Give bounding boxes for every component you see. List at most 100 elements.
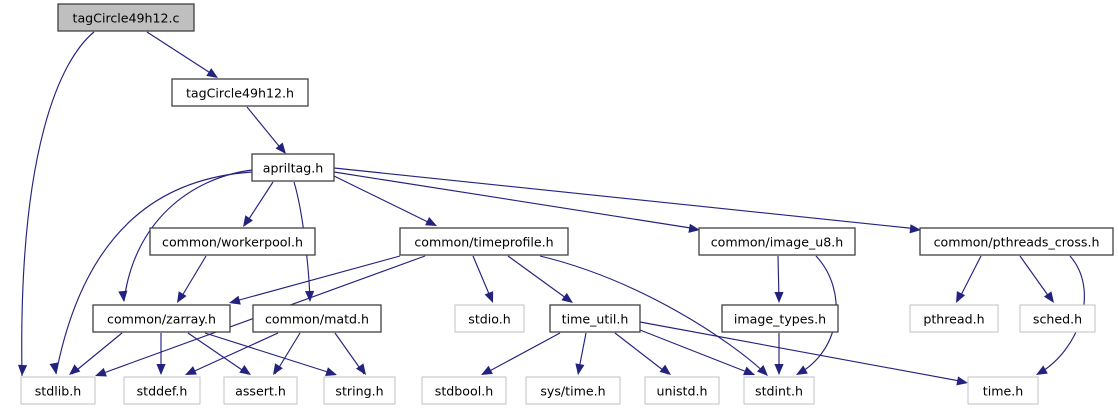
node-box[interactable]	[323, 376, 396, 405]
node-label: apriltag.h	[263, 161, 324, 176]
arrowhead-icon	[756, 364, 768, 376]
node-assert_h[interactable]: assert.h	[223, 376, 298, 405]
node-box[interactable]	[743, 376, 815, 405]
arrowhead-icon	[273, 363, 283, 375]
node-box[interactable]	[698, 227, 856, 256]
node-box[interactable]	[721, 304, 839, 333]
node-box[interactable]	[967, 376, 1039, 405]
node-image_types_h[interactable]: image_types.h	[721, 304, 839, 333]
node-label: stdbool.h	[435, 384, 493, 399]
node-time_h[interactable]: time.h	[967, 376, 1039, 405]
arrowhead-icon	[118, 290, 128, 302]
node-tagCircle49h12_h[interactable]: tagCircle49h12.h	[171, 78, 309, 107]
edge-time_util_h-to-time_h	[639, 321, 968, 386]
edge-apriltag_h-to-workerpool_h	[243, 181, 274, 227]
node-box[interactable]	[644, 376, 720, 405]
edge-matd_h-to-assert_h	[273, 332, 301, 375]
node-box[interactable]	[223, 376, 298, 405]
node-stdbool_h[interactable]: stdbool.h	[421, 376, 507, 405]
edge-timeprofile_h-to-zarray_h	[229, 255, 401, 305]
arrowhead-icon	[956, 291, 966, 303]
edge-tagCircle49h12_h-to-apriltag_h	[246, 106, 286, 154]
node-label: assert.h	[235, 384, 286, 399]
arrowhead-icon	[69, 364, 81, 375]
node-label: stdlib.h	[35, 384, 81, 399]
node-box[interactable]	[909, 304, 999, 333]
edge-apriltag_h-to-stdlib_h	[49, 171, 253, 375]
edge-zarray_h-to-string_h	[204, 332, 337, 376]
edge-zarray_h-to-stddef_h	[156, 333, 166, 375]
edge-zarray_h-to-assert_h	[187, 332, 251, 375]
arrowhead-icon	[688, 223, 700, 233]
edge-image_u8_h-to-image_types_h	[774, 255, 784, 303]
node-box[interactable]	[525, 376, 621, 405]
arrowhead-icon	[275, 142, 286, 154]
node-label: time_util.h	[562, 312, 629, 327]
node-box[interactable]	[57, 3, 195, 32]
node-pthread_h[interactable]: pthread.h	[909, 304, 999, 333]
node-box[interactable]	[421, 376, 507, 405]
node-box[interactable]	[149, 227, 316, 256]
edge-zarray_h-to-stdlib_h	[69, 332, 123, 375]
node-timeprofile_h[interactable]: common/timeprofile.h	[399, 227, 569, 256]
edges-layer	[17, 31, 1085, 386]
node-label: common/timeprofile.h	[414, 235, 553, 250]
node-image_u8_h[interactable]: common/image_u8.h	[698, 227, 856, 256]
edge-tagCircle49h12_c-to-stdlib_h	[17, 31, 95, 377]
node-string_h[interactable]: string.h	[323, 376, 396, 405]
edge-tagCircle49h12_c-to-tagCircle49h12_h	[146, 31, 218, 78]
node-label: image_types.h	[734, 312, 826, 327]
node-sys_time_h[interactable]: sys/time.h	[525, 376, 621, 405]
edge-matd_h-to-string_h	[334, 332, 366, 375]
node-box[interactable]	[549, 304, 641, 333]
node-matd_h[interactable]: common/matd.h	[252, 304, 382, 333]
arrowhead-icon	[206, 68, 218, 78]
node-stdlib_h[interactable]: stdlib.h	[20, 376, 96, 405]
node-stdio_h[interactable]: stdio.h	[454, 304, 525, 333]
arrowhead-icon	[325, 367, 337, 376]
node-stddef_h[interactable]: stddef.h	[123, 376, 201, 405]
node-label: pthread.h	[923, 312, 984, 327]
arrowhead-icon	[484, 291, 494, 303]
node-box[interactable]	[20, 376, 96, 405]
node-label: common/matd.h	[265, 312, 369, 327]
node-sched_h[interactable]: sched.h	[1019, 304, 1096, 333]
node-box[interactable]	[1019, 304, 1096, 333]
node-box[interactable]	[252, 304, 382, 333]
arrowhead-icon	[229, 295, 241, 305]
node-apriltag_h[interactable]: apriltag.h	[251, 153, 335, 182]
node-label: common/pthreads_cross.h	[934, 235, 1100, 250]
node-zarray_h[interactable]: common/zarray.h	[92, 304, 231, 333]
arrowhead-icon	[239, 365, 251, 375]
node-box[interactable]	[123, 376, 201, 405]
node-pthreads_cross_h[interactable]: common/pthreads_cross.h	[919, 227, 1114, 256]
arrowhead-icon	[305, 290, 315, 302]
arrowhead-icon	[1036, 365, 1048, 375]
arrowhead-icon	[17, 364, 28, 376]
edge-workerpool_h-to-zarray_h	[177, 255, 207, 303]
node-tagCircle49h12_c[interactable]: tagCircle49h12.c	[57, 3, 195, 32]
arrowhead-icon	[659, 364, 671, 375]
node-label: sched.h	[1033, 312, 1082, 327]
node-workerpool_h[interactable]: common/workerpool.h	[149, 227, 316, 256]
node-box[interactable]	[92, 304, 231, 333]
arrowhead-icon	[185, 366, 197, 375]
node-stdint_h[interactable]: stdint.h	[743, 376, 815, 405]
node-box[interactable]	[919, 227, 1114, 256]
node-time_util_h[interactable]: time_util.h	[549, 304, 641, 333]
arrowhead-icon	[49, 362, 59, 374]
edge-apriltag_h-to-timeprofile_h	[333, 175, 437, 226]
arrowhead-icon	[561, 292, 573, 303]
edge-time_util_h-to-stdint_h	[639, 329, 755, 376]
node-box[interactable]	[399, 227, 569, 256]
node-label: string.h	[335, 384, 383, 399]
node-box[interactable]	[171, 78, 309, 107]
arrowhead-icon	[575, 363, 585, 375]
arrowhead-icon	[909, 224, 921, 234]
node-box[interactable]	[454, 304, 525, 333]
node-label: time.h	[983, 384, 1023, 399]
node-label: sys/time.h	[540, 384, 605, 399]
node-unistd_h[interactable]: unistd.h	[644, 376, 720, 405]
node-box[interactable]	[251, 153, 335, 182]
